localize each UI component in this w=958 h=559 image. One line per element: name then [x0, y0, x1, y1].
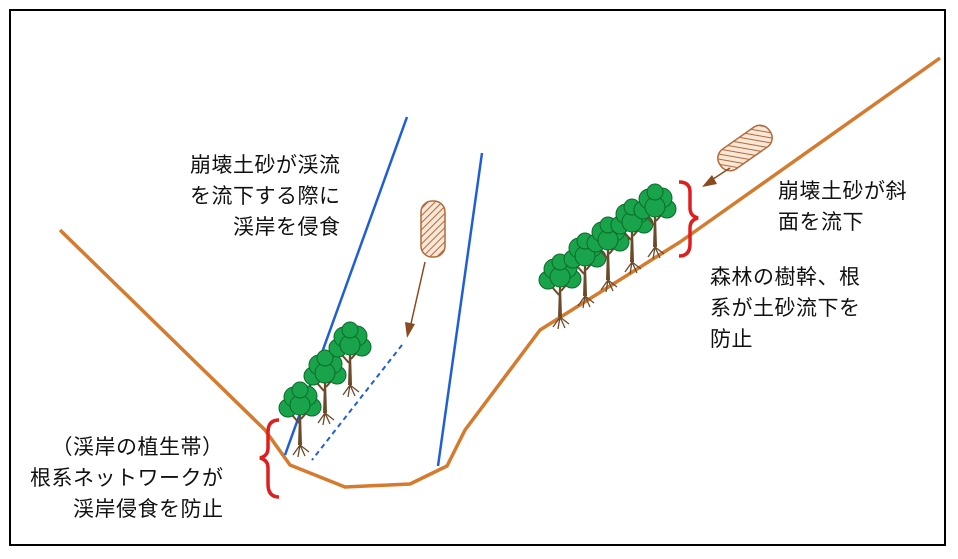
diagram-frame — [9, 9, 946, 546]
bank-vegetation-label: （渓岸の植生帯） 根系ネットワークが 渓岸侵食を防止 — [30, 435, 224, 521]
slope-forest-brace — [678, 180, 699, 258]
bank-vegetation-brace — [259, 418, 280, 499]
stream-sediment-block — [420, 200, 446, 258]
bank-erosion-dashed-line — [311, 344, 403, 461]
stream-erosion-label: 崩壊土砂が渓流 を流下する際に 渓岸を侵食 — [190, 153, 341, 239]
forest-prevention-label: 森林の樹幹、根 系が土砂流下を 防止 — [710, 265, 861, 351]
slope-sediment-block — [717, 124, 773, 172]
slope-flow-label: 崩壊土砂が斜 面を流下 — [778, 179, 907, 234]
stream-right-bank-line — [436, 152, 484, 467]
ground-profile-line — [58, 56, 942, 489]
stream-sediment-arrow — [409, 261, 426, 329]
